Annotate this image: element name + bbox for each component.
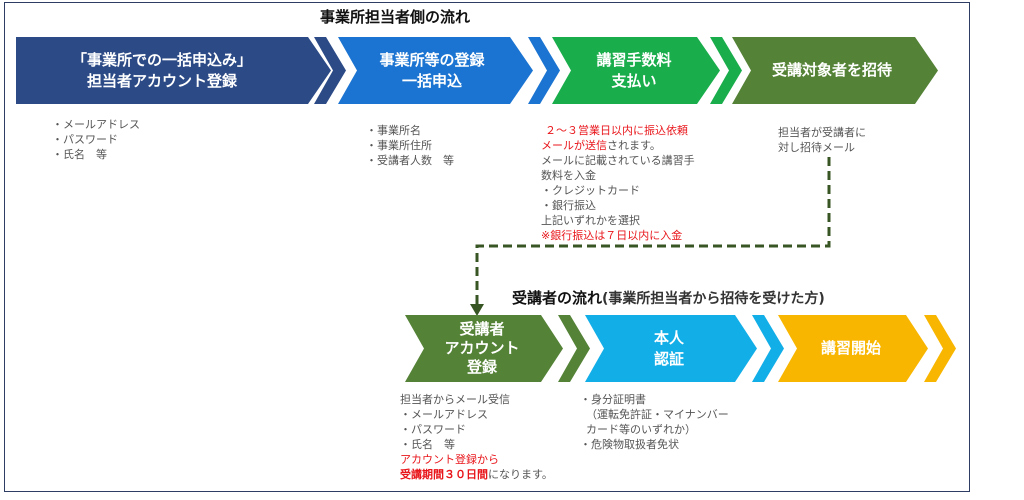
note-red-line: ２～３営業日以内に振込依頼 [545, 124, 688, 137]
note-line: メールに記載されている講習手 [541, 154, 695, 167]
step-office-registration: 事業所等の登録一括申込 [338, 37, 533, 104]
note-line: ・危険物取扱者免状 [580, 438, 679, 451]
notes-step4: 担当者が受講者に 対し招待メール [778, 125, 866, 155]
notes-trainee-account: 担当者からメール受信 ・メールアドレス ・パスワード ・氏名 等 アカウント登録… [400, 392, 553, 482]
note-line: 対し招待メール [778, 141, 855, 154]
bottom-flow-title-main: 受講者の流れ [512, 289, 603, 307]
bottom-flow-title: 受講者の流れ(事業所担当者から招待を受けた方) [512, 287, 825, 308]
note-line: ・メールアドレス [52, 118, 140, 131]
step-trainee-account: 受講者アカウント登録 [405, 315, 563, 382]
chevron-connector [558, 315, 590, 382]
bottom-flow-title-sub: (事業所担当者から招待を受けた方) [602, 291, 825, 307]
step-label: 受講対象者を招待 [771, 61, 892, 79]
note-line: ・氏名 等 [52, 148, 107, 161]
note-line: ・身分証明書 [580, 393, 646, 406]
step-label-line2: 担当者アカウント登録 [86, 71, 237, 90]
step-label-line1: 事業所等の登録 [379, 50, 485, 69]
note-line: ・事業所名 [366, 124, 421, 137]
note-line: ・クレジットカード [541, 184, 640, 197]
notes-step2: ・事業所名 ・事業所住所 ・受講者人数 等 [366, 123, 454, 168]
chevron-connector [710, 37, 742, 104]
diagram-frame [4, 2, 970, 492]
note-line: ・メールアドレス [400, 408, 488, 421]
note-red-text: メールが送信 [541, 139, 607, 152]
note-line: ・パスワード [400, 423, 466, 436]
top-flow-title: 事業所担当者側の流れ [320, 8, 471, 26]
note-line: 担当者からメール受信 [400, 393, 510, 406]
step-label-line1: 本人 [653, 328, 684, 347]
chevron-connector [924, 315, 956, 382]
note-line: 数料を入金 [541, 169, 596, 182]
notes-step3: ２～３営業日以内に振込依頼 メールが送信されます。 メールに記載されている講習手… [541, 123, 695, 243]
note-line: ・銀行振込 [541, 199, 596, 212]
note-line: ・事業所住所 [366, 139, 432, 152]
notes-identity-verification: ・身分証明書 （運転免許証・マイナンバー カード等のいずれか） ・危険物取扱者免… [580, 392, 729, 452]
note-text: されます。 [607, 139, 661, 152]
step-invite-trainees: 受講対象者を招待 [732, 37, 938, 104]
note-text: になります。 [488, 468, 553, 481]
step-label-line3: 登録 [466, 358, 497, 376]
note-line: ・受講者人数 等 [366, 154, 454, 167]
chevron-connector [528, 37, 560, 104]
step-label-line2: 認証 [653, 349, 684, 368]
step-label-line1: 講習手数料 [596, 50, 672, 69]
step-label-line1: 「事業所での一括申込み」 [71, 50, 252, 69]
step-label-line1: 受講者 [459, 320, 505, 338]
note-line: 上記いずれかを選択 [541, 214, 640, 227]
note-line: ・パスワード [52, 133, 118, 146]
step-label-line2: 一括申込 [401, 71, 462, 90]
step-bulk-apply-account: 「事業所での一括申込み」担当者アカウント登録 [16, 37, 331, 104]
step-label: 講習開始 [820, 339, 881, 357]
chevron-connector [314, 37, 346, 104]
chevron-connector [752, 315, 784, 382]
note-red-line: ※銀行振込は７日以内に入金 [541, 229, 683, 242]
note-red-bold-text: 受講期間３０日間 [400, 468, 488, 481]
notes-step1: ・メールアドレス ・パスワード ・氏名 等 [52, 117, 140, 162]
step-course-start: 講習開始 [778, 315, 928, 382]
step-label-line2: アカウント [444, 339, 520, 357]
note-line: ・氏名 等 [400, 438, 455, 451]
step-label-line2: 支払い [611, 71, 657, 90]
note-red-line: アカウント登録から [400, 453, 499, 466]
step-identity-verification: 本人認証 [585, 315, 757, 382]
note-line: カード等のいずれか） [586, 423, 696, 436]
note-line: 担当者が受講者に [778, 126, 866, 139]
note-line: （運転免許証・マイナンバー [586, 408, 729, 421]
step-fee-payment: 講習手数料支払い [552, 37, 720, 104]
